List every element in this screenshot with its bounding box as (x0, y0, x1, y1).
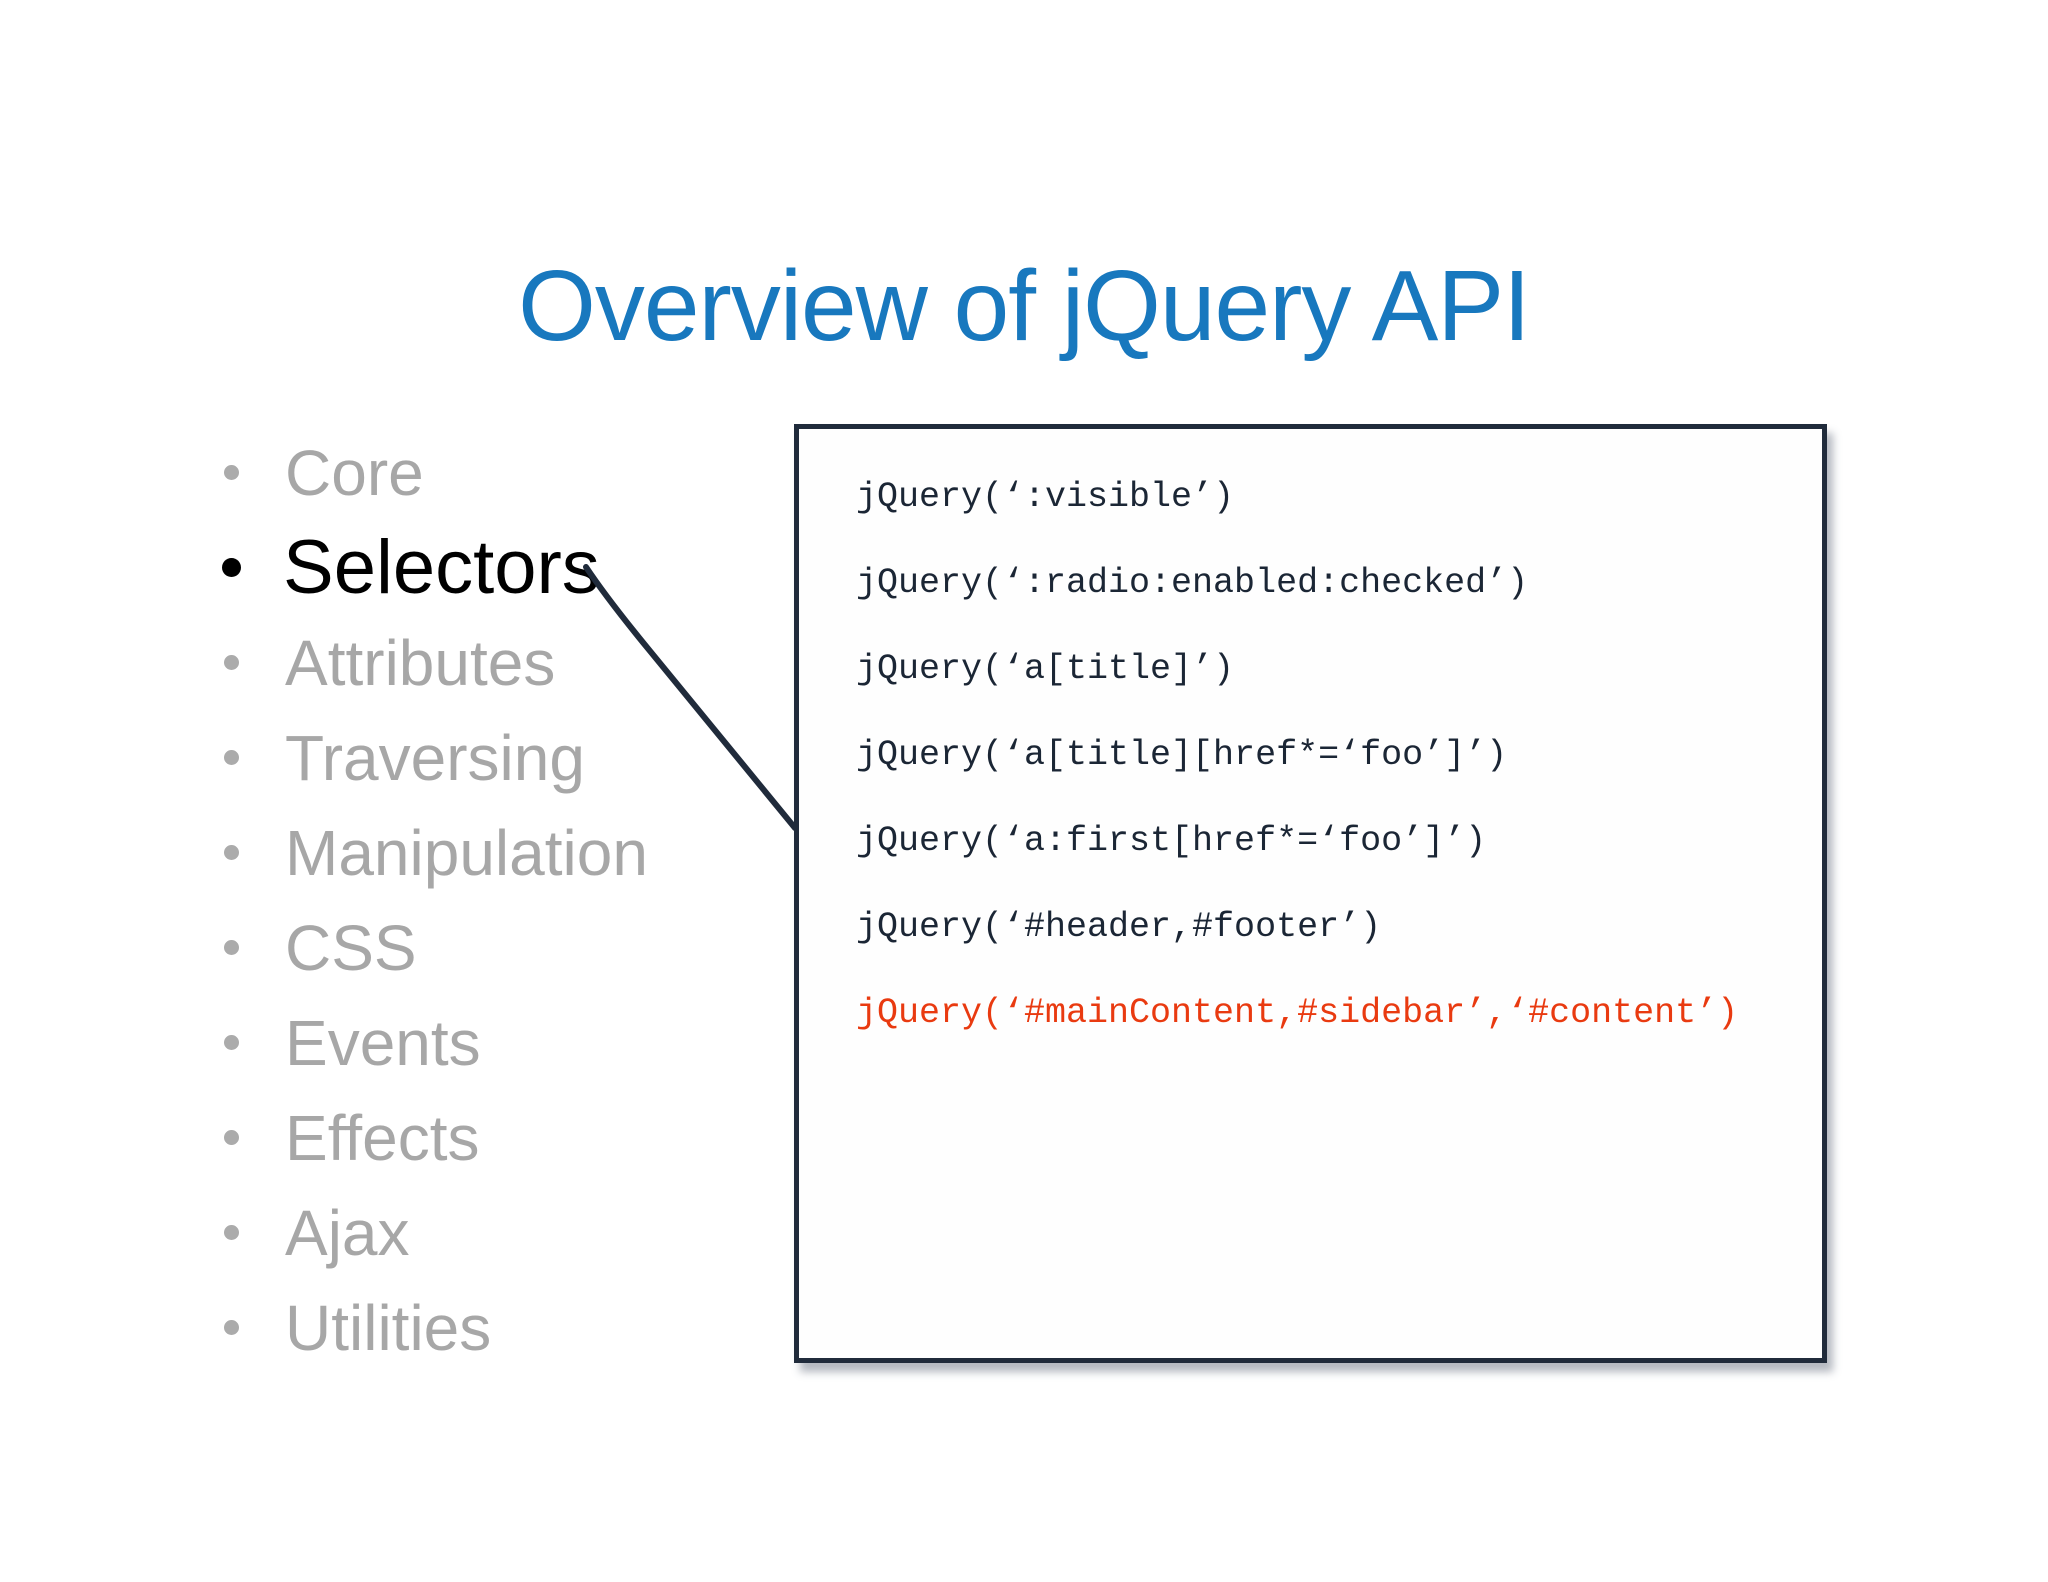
bullet-icon (224, 1225, 239, 1240)
menu-item-traversing: Traversing (212, 710, 648, 805)
code-line: jQuery(‘:visible’) (856, 477, 1235, 517)
code-line: jQuery(‘#header,#footer’) (856, 907, 1382, 947)
code-line: jQuery(‘a[title][href*=‘foo’]’) (856, 735, 1508, 775)
selector-examples-panel: jQuery(‘:visible’) jQuery(‘:radio:enable… (794, 424, 1827, 1363)
menu-item-manipulation: Manipulation (212, 805, 648, 900)
menu-item-utilities: Utilities (212, 1280, 648, 1375)
menu-item-selectors: Selectors (212, 520, 648, 615)
bullet-icon (222, 558, 241, 577)
bullet-icon (224, 750, 239, 765)
bullet-icon (224, 465, 239, 480)
menu-item-label: Selectors (283, 525, 600, 610)
menu-item-label: Traversing (285, 721, 585, 794)
menu-item-label: Effects (285, 1101, 480, 1174)
menu-item-effects: Effects (212, 1090, 648, 1185)
menu-item-label: Manipulation (285, 816, 648, 889)
menu-item-label: Core (285, 436, 424, 509)
menu-item-label: Utilities (285, 1291, 492, 1364)
menu-item-label: CSS (285, 911, 417, 984)
menu-item-css: CSS (212, 900, 648, 995)
page-title: Overview of jQuery API (518, 250, 1531, 362)
bullet-icon (224, 1035, 239, 1050)
code-line: jQuery(‘a:first[href*=‘foo’]’) (856, 821, 1487, 861)
menu-item-ajax: Ajax (212, 1185, 648, 1280)
code-lines: jQuery(‘:visible’) jQuery(‘:radio:enable… (799, 429, 1822, 1056)
bullet-icon (224, 940, 239, 955)
menu-item-events: Events (212, 995, 648, 1090)
bullet-icon (224, 1130, 239, 1145)
code-line: jQuery(‘a[title]’) (856, 649, 1235, 689)
code-line: jQuery(‘:radio:enabled:checked’) (856, 563, 1529, 603)
bullet-icon (224, 845, 239, 860)
code-line-highlighted: jQuery(‘#mainContent,#sidebar’,‘#content… (856, 993, 1739, 1033)
bullet-icon (224, 1320, 239, 1335)
menu-item-core: Core (212, 425, 648, 520)
menu-item-label: Events (285, 1006, 481, 1079)
bullet-icon (224, 655, 239, 670)
menu-item-label: Attributes (285, 626, 556, 699)
api-section-list: Core Selectors Attributes Traversing Man… (212, 425, 648, 1375)
menu-item-attributes: Attributes (212, 615, 648, 710)
menu-item-label: Ajax (285, 1196, 410, 1269)
